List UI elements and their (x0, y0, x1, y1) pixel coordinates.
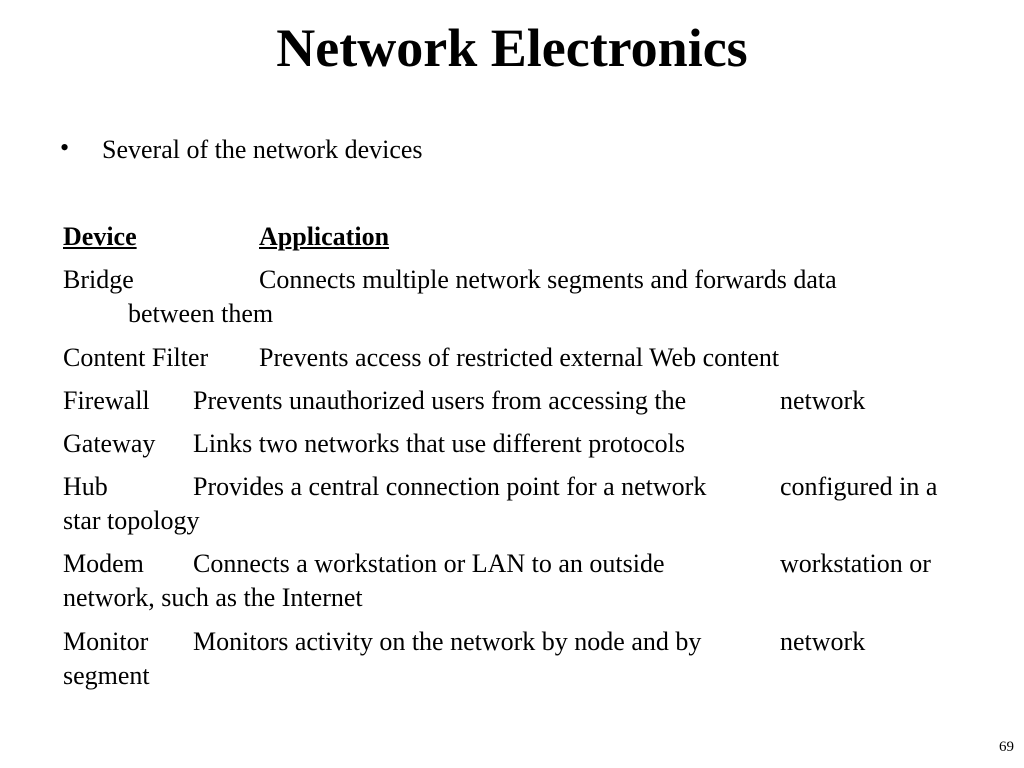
row-monitor-application-tail: network (780, 627, 866, 656)
row-hub-continuation: star topology (63, 506, 200, 535)
row-hub-device: Hub (63, 472, 108, 501)
row-bridge-application: Connects multiple network segments and f… (259, 265, 837, 294)
row-firewall-application-tail: network (780, 386, 866, 415)
row-bridge-device: Bridge (63, 265, 134, 294)
row-firewall-device: Firewall (63, 386, 150, 415)
row-content-filter-device: Content Filter (63, 343, 209, 372)
row-monitor-continuation: segment (63, 661, 150, 690)
bullet-marker: • (60, 133, 70, 162)
row-monitor-application: Monitors activity on the network by node… (193, 627, 702, 656)
row-gateway-device: Gateway (63, 429, 156, 458)
row-hub-application-tail: configured in a (780, 472, 938, 501)
row-firewall-application: Prevents unauthorized users from accessi… (193, 386, 687, 415)
bullet-text: Several of the network devices (102, 135, 423, 164)
row-hub-application: Provides a central connection point for … (193, 472, 707, 501)
row-content-filter-application: Prevents access of restricted external W… (259, 343, 780, 372)
row-gateway-application: Links two networks that use different pr… (193, 429, 685, 458)
row-modem-application: Connects a workstation or LAN to an outs… (193, 549, 665, 578)
header-application: Application (259, 222, 390, 251)
slide-title: Network Electronics (276, 18, 748, 78)
row-bridge-continuation: between them (128, 299, 274, 328)
row-modem-device: Modem (63, 549, 144, 578)
header-device: Device (63, 222, 137, 251)
row-modem-continuation: network, such as the Internet (63, 583, 363, 612)
row-modem-application-tail: workstation or (780, 549, 931, 578)
page-number: 69 (999, 739, 1014, 755)
row-monitor-device: Monitor (63, 627, 149, 656)
